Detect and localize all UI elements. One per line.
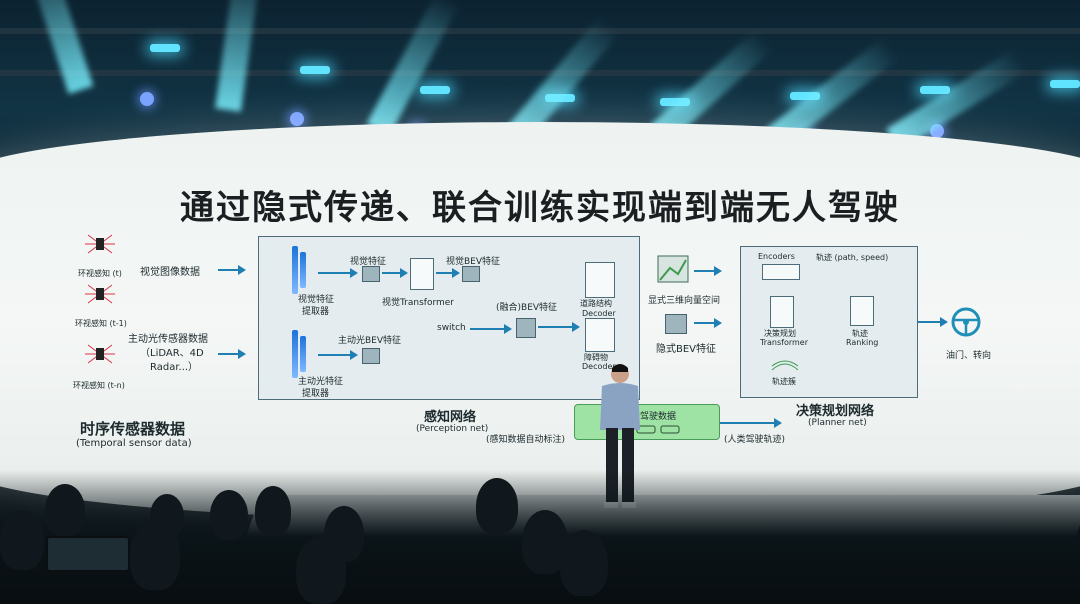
light-beam xyxy=(22,0,94,95)
audience-member xyxy=(296,536,346,604)
stage-light xyxy=(300,66,330,74)
arrow xyxy=(218,265,246,275)
lidar-extractor-label: 提取器 xyxy=(302,389,330,399)
switch-label: switch xyxy=(437,323,466,333)
road-decoder-block xyxy=(585,262,615,298)
perception-net-box xyxy=(258,236,640,400)
decision-label: Transformer xyxy=(760,338,809,347)
stage-light xyxy=(150,44,180,52)
planner-section-label: 决策规划网络 xyxy=(796,404,875,419)
trajectory-label: 轨迹 (path, speed) xyxy=(816,253,889,262)
steering-wheel-icon xyxy=(951,307,981,337)
vision-extractor-icon xyxy=(300,252,306,288)
explicit-space-label: 显式三维向量空间 xyxy=(648,296,721,306)
vision-extractor-label: 视觉特征 xyxy=(298,295,335,305)
lidar-extractor-label: 主动光特征 xyxy=(298,377,344,387)
vector-space-icon xyxy=(657,255,689,283)
decision-transformer-block xyxy=(770,296,794,328)
ranking-block xyxy=(850,296,874,326)
arrow xyxy=(720,418,782,428)
ranking-label: 轨迹 xyxy=(852,329,868,338)
vision-transformer-label: 视觉Transformer xyxy=(382,298,455,308)
feature-block xyxy=(362,348,380,364)
stage-light xyxy=(1050,80,1080,88)
vision-extractor-icon xyxy=(292,246,298,294)
vision-extractor-label: 提取器 xyxy=(302,307,330,317)
light-beam xyxy=(215,0,262,112)
sensor-section-label: 时序传感器数据 xyxy=(80,420,186,438)
sensor-frame-label: 环视感知 (t-n) xyxy=(73,381,125,390)
perception-section-label: 感知网络 xyxy=(424,410,477,425)
arrow xyxy=(218,349,246,359)
arrow xyxy=(470,324,512,334)
lidar-input-label: 主动光传感器数据 xyxy=(128,334,208,345)
vision-input-label: 视觉图像数据 xyxy=(140,267,200,278)
lidar-extractor-icon xyxy=(292,330,298,378)
feature-block xyxy=(516,318,536,338)
arrow xyxy=(694,266,722,276)
ceiling-truss xyxy=(0,70,1080,76)
audience-phone xyxy=(46,536,130,572)
trajectory-cluster-icon xyxy=(771,360,799,371)
human-data-label: 人类驾驶数据 xyxy=(622,412,677,422)
sensor-section-label-en: (Temporal sensor data) xyxy=(76,438,192,449)
light-beam xyxy=(366,0,460,137)
implicit-bev-block xyxy=(665,314,687,334)
output-label: 油门、转向 xyxy=(946,351,992,361)
arrow xyxy=(694,318,722,328)
audience-member xyxy=(0,510,44,570)
ceiling-truss xyxy=(0,28,1080,34)
arrow xyxy=(318,350,358,360)
spotlight xyxy=(290,112,304,126)
audience-member xyxy=(130,520,180,590)
encoders-label: Encoders xyxy=(758,252,795,261)
road-decoder-label: Decoder xyxy=(582,309,616,318)
audience-member xyxy=(45,484,85,536)
perception-section-label-en: (Perception net) xyxy=(416,424,489,434)
audience-member xyxy=(210,490,248,540)
lidar-input-label: （LiDAR、4D xyxy=(140,348,204,359)
implicit-bev-label: 隐式BEV特征 xyxy=(656,344,717,355)
obstacle-decoder-label: Decoder xyxy=(582,362,616,371)
obstacle-decoder-block xyxy=(585,318,615,352)
lidar-input-label: Radar...） xyxy=(150,362,199,373)
transformer-block xyxy=(410,258,434,290)
fused-bev-label: (融合)BEV特征 xyxy=(496,303,558,313)
feature-block xyxy=(362,266,380,282)
vision-feature-label: 视觉特征 xyxy=(350,257,387,267)
arrow xyxy=(382,268,408,278)
audience-member xyxy=(255,486,291,536)
planner-section-label-en: (Planner net) xyxy=(808,418,867,428)
feature-block xyxy=(462,266,480,282)
road-decoder-label: 道路结构 xyxy=(580,299,612,308)
audience-member xyxy=(560,530,608,596)
sensor-frame-label: 环视感知 (t) xyxy=(78,269,122,278)
decision-label: 决策规划 xyxy=(764,329,796,338)
arrow xyxy=(436,268,460,278)
sensor-frame-label: 环视感知 (t-1) xyxy=(75,319,127,328)
slide-title: 通过隐式传递、联合训练实现端到端无人驾驶 xyxy=(180,188,900,228)
human-data-box xyxy=(574,404,720,440)
arrow xyxy=(318,268,358,278)
encoder-block xyxy=(762,264,800,280)
human-trajectory-label: (人类驾驶轨迹) xyxy=(724,435,786,445)
stage-light xyxy=(920,86,950,94)
auto-label-text: (感知数据自动标注) xyxy=(486,435,566,445)
vision-bev-label: 视觉BEV特征 xyxy=(446,257,501,267)
stage-light xyxy=(420,86,450,94)
lidar-feature-label: 主动光BEV特征 xyxy=(338,336,402,346)
obstacle-decoder-label: 障碍物 xyxy=(584,353,608,362)
stage-light xyxy=(790,92,820,100)
arrow xyxy=(538,322,580,332)
lidar-extractor-icon xyxy=(300,336,306,372)
trajectory-cluster-label: 轨迹簇 xyxy=(772,377,796,386)
arrow xyxy=(918,317,948,327)
spotlight xyxy=(140,92,154,106)
sensor-frames-graphic xyxy=(85,234,115,364)
ranking-label: Ranking xyxy=(846,338,879,347)
audience-member xyxy=(476,478,518,534)
